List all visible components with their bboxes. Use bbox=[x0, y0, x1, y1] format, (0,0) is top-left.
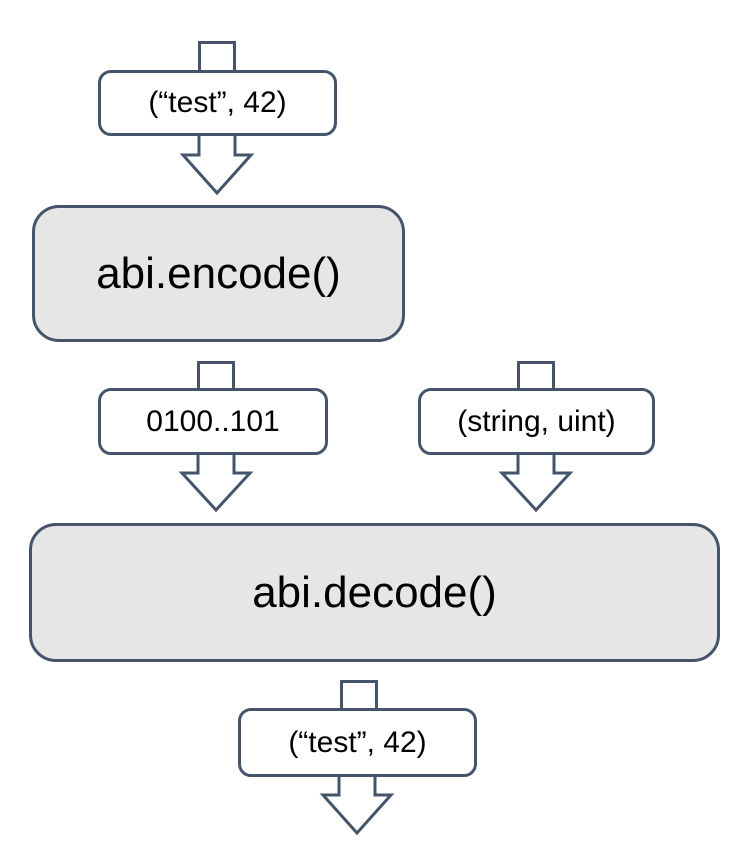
down-arrow-icon bbox=[179, 130, 255, 196]
node-output-tuple: (“test”, 42) bbox=[238, 708, 477, 777]
node-types-tuple: (string, uint) bbox=[418, 388, 655, 455]
arrow-stem-icon bbox=[340, 680, 378, 713]
node-input-tuple: (“test”, 42) bbox=[98, 70, 337, 136]
node-abi-encode: abi.encode() bbox=[32, 205, 405, 342]
arrow-stem-icon bbox=[198, 41, 236, 75]
down-arrow-icon bbox=[498, 449, 574, 513]
node-abi-decode: abi.decode() bbox=[29, 523, 720, 662]
arrow-stem-icon bbox=[197, 361, 235, 393]
node-encoded-bytes: 0100..101 bbox=[98, 388, 328, 455]
down-arrow-icon bbox=[319, 771, 395, 836]
down-arrow-icon bbox=[178, 449, 254, 513]
